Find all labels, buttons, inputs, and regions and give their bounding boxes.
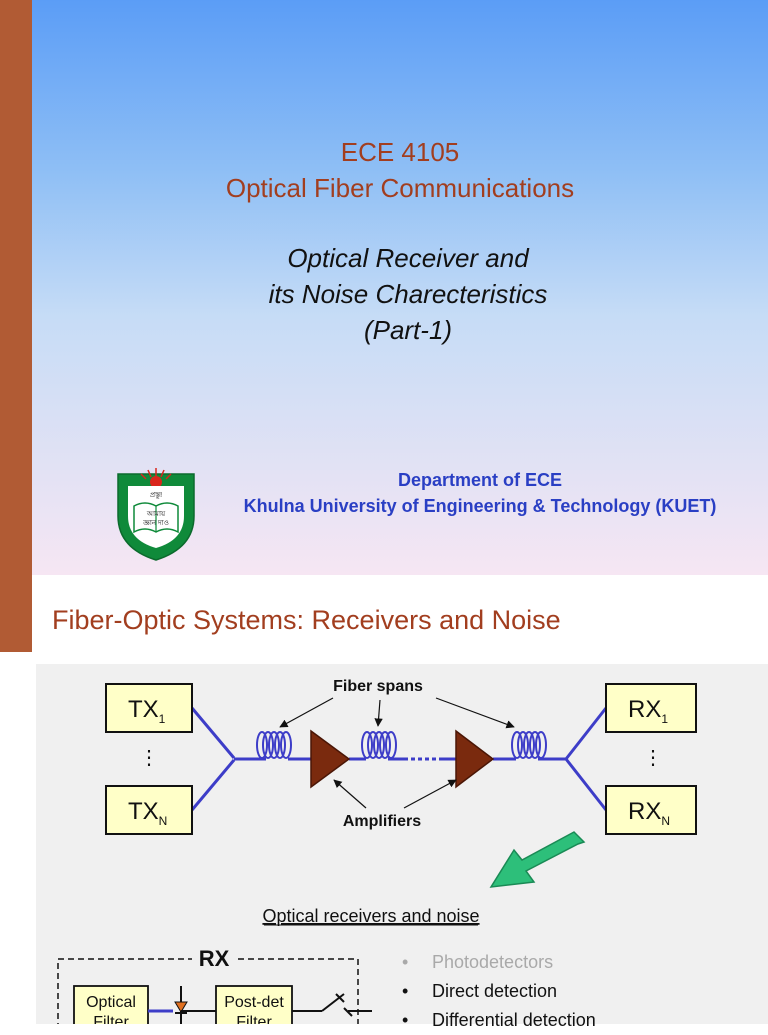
lecture-title-line-2: its Noise Charecteristics — [268, 279, 548, 309]
rx-1-label: RX — [628, 696, 661, 723]
university-name: Khulna University of Engineering & Techn… — [243, 496, 717, 516]
svg-text:RXN: RXN — [628, 798, 670, 828]
optical-filter-label-1: Optical — [86, 994, 136, 1011]
lecture-title-line-1: Optical Receiver and — [287, 243, 529, 273]
amplifier-icon — [310, 729, 351, 789]
fiber-coil-icon — [511, 731, 547, 759]
slide-title: Fiber-Optic Systems: Receivers and Noise — [52, 605, 561, 635]
fiber-coil-icon — [361, 731, 397, 759]
diagram-caption: Optical receivers and noise — [262, 906, 479, 926]
rx-n-box — [605, 785, 697, 835]
rx-ellipsis: ⋮ — [643, 747, 663, 769]
bullet-photodetectors: Photodetectors — [402, 948, 596, 977]
course-name: Optical Fiber Communications — [225, 173, 575, 203]
rx-1-box — [605, 683, 697, 733]
bullet-direct-detection: Direct detection — [402, 977, 596, 1006]
fiber-spans-label: Fiber spans — [333, 678, 423, 695]
post-det-filter-label-1: Post-det — [224, 994, 284, 1011]
course-code: ECE 4105 — [340, 137, 460, 167]
amplifiers-label: Amplifiers — [343, 813, 421, 830]
svg-text:RX1: RX1 — [628, 696, 668, 726]
logo-motto-line-1: প্রস্তু! — [150, 492, 162, 499]
tx-n-label: TX — [128, 798, 159, 825]
lecture-title-line-3: (Part-1) — [363, 315, 453, 345]
svg-text:TXN: TXN — [128, 798, 167, 828]
department-name: Department of ECE — [397, 470, 563, 490]
bullet-differential-detection: Differential detection — [402, 1006, 596, 1035]
tx-1-box — [105, 683, 193, 733]
fiber-coil-icon — [256, 731, 292, 759]
left-accent-bar — [0, 0, 32, 652]
optical-filter-box — [73, 985, 149, 1024]
rx-block-label: RX — [199, 946, 230, 971]
amplifier-icon — [455, 729, 495, 789]
bullet-list: Photodetectors Direct detection Differen… — [402, 948, 596, 1035]
optical-filter-label-2: Filter — [93, 1014, 129, 1024]
sampling-switch-icon — [321, 993, 345, 1012]
down-left-arrow-icon — [489, 831, 586, 888]
logo-motto-line-2: আমায় — [146, 511, 166, 518]
kuet-logo-icon: প্রস্তু! আমায় জ্ঞান দাও — [117, 468, 195, 561]
post-det-filter-box — [215, 985, 293, 1024]
rx-n-label: RX — [628, 798, 661, 825]
photodiode-icon — [174, 1001, 188, 1013]
logo-motto-line-3: জ্ঞান দাও — [142, 520, 169, 527]
svg-text:TX1: TX1 — [128, 696, 166, 726]
tx-ellipsis: ⋮ — [139, 747, 159, 769]
tx-1-label: TX — [128, 696, 159, 723]
post-det-filter-label-2: Filter — [236, 1014, 272, 1024]
tx-n-box — [105, 785, 193, 835]
